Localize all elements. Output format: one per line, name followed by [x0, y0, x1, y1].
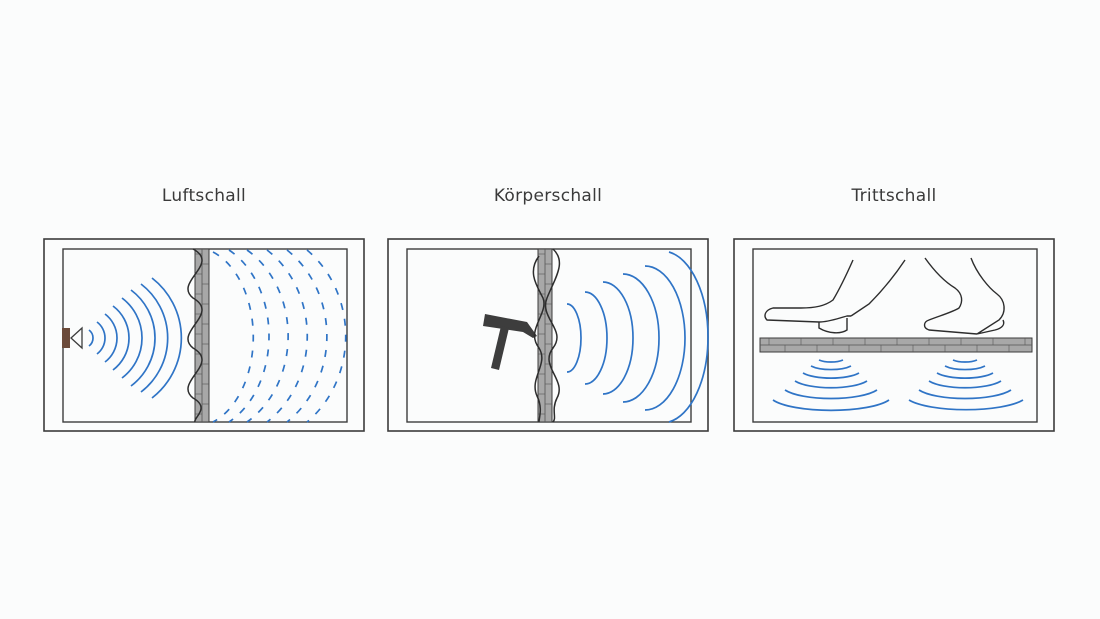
room-outline	[752, 248, 1038, 423]
panel-luftschall	[43, 238, 365, 433]
wall-vibration-wave	[187, 248, 203, 423]
outer-frame	[733, 238, 1055, 432]
speaker-icon	[62, 326, 83, 350]
wall-vibration-wave	[544, 248, 561, 423]
impact-waves-right	[908, 359, 1024, 411]
panel-title-luftschall: Luftschall	[161, 186, 247, 206]
wall	[194, 248, 210, 423]
panel-title-koerperschall: Körperschall	[493, 186, 603, 206]
feet-icon	[764, 257, 1005, 335]
outer-frame	[43, 238, 365, 432]
wall	[537, 248, 553, 423]
panel-trittschall	[733, 238, 1055, 433]
hammer-icon	[483, 314, 537, 370]
koerperschall-illustration	[387, 238, 709, 432]
structure-waves	[566, 251, 709, 423]
airborne-waves-solid	[88, 277, 183, 399]
airborne-waves-dashed	[212, 249, 347, 423]
impact-waves-left	[772, 359, 890, 412]
wall-vibration-wave-left	[532, 255, 545, 423]
panel-koerperschall	[387, 238, 709, 433]
trittschall-illustration	[733, 238, 1055, 432]
floor-slab	[759, 337, 1033, 353]
luftschall-illustration	[43, 238, 365, 432]
panel-title-trittschall: Trittschall	[851, 186, 937, 206]
